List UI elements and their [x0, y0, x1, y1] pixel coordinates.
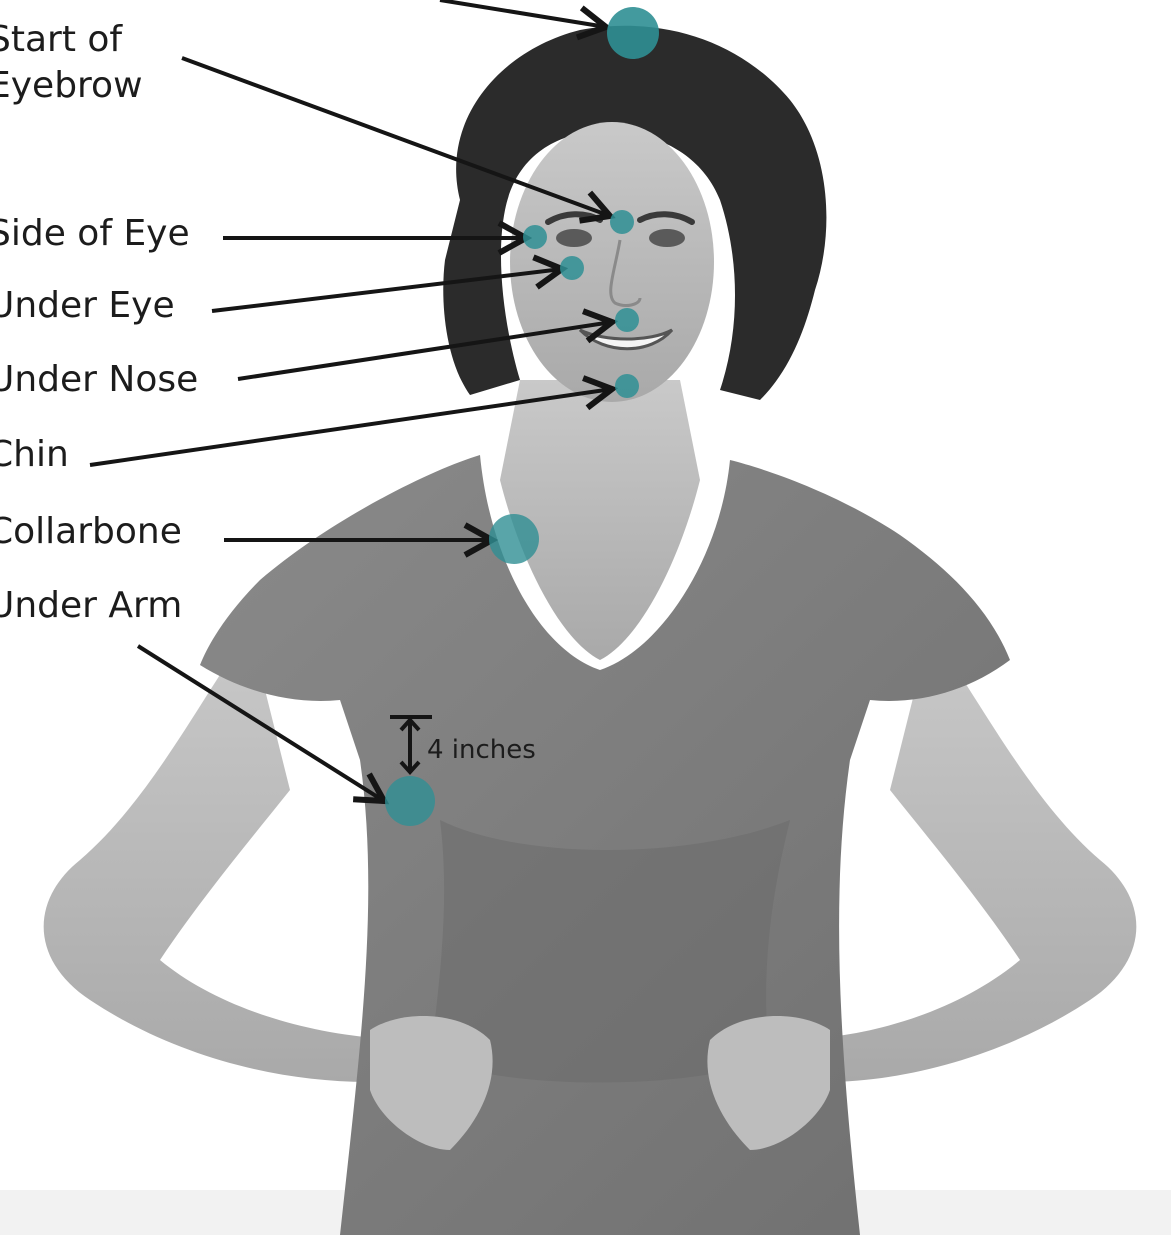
- point-top-of-head: [607, 7, 659, 59]
- point-under-nose: [615, 308, 639, 332]
- pointer-top-of-head: [440, 0, 606, 27]
- label-measurement: 4 inches: [427, 734, 536, 766]
- point-start-of-eyebrow: [610, 210, 634, 234]
- label-collarbone: Collarbone: [0, 510, 182, 554]
- right-eye: [649, 229, 685, 247]
- point-collarbone: [489, 514, 539, 564]
- label-chin: Chin: [0, 433, 69, 477]
- label-side-of-eye: Side of Eye: [0, 212, 190, 256]
- point-side-of-eye: [523, 225, 547, 249]
- label-start-of-eyebrow: Start of Eyebrow: [0, 17, 143, 109]
- pointer-under-eye: [212, 269, 562, 311]
- point-under-arm: [385, 776, 435, 826]
- face: [510, 122, 714, 402]
- label-under-eye: Under Eye: [0, 284, 175, 328]
- label-under-arm: Under Arm: [0, 584, 182, 628]
- point-under-eye: [560, 256, 584, 280]
- point-chin: [615, 374, 639, 398]
- label-under-nose: Under Nose: [0, 358, 198, 402]
- left-eye: [556, 229, 592, 247]
